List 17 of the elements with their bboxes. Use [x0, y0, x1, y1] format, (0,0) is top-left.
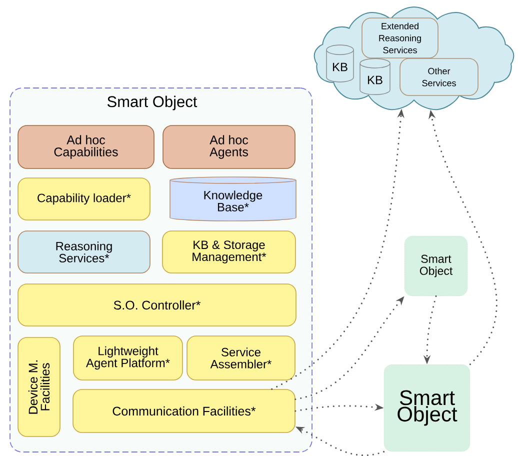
component-box: Ad hoc Agents: [162, 125, 296, 169]
component-box: Communication Facilities*: [72, 389, 296, 433]
component-box: Service Assembler*: [186, 336, 296, 380]
component-box: S.O. Controller*: [18, 284, 296, 326]
component-box: Capability loader*: [18, 178, 150, 220]
smart-object-box: Smart Object: [384, 364, 470, 452]
database-cylinder: Knowledge Base*: [170, 176, 296, 222]
database-cylinder: KB: [326, 44, 354, 82]
database-cylinder: KB: [360, 58, 390, 95]
smart-object-box: Smart Object: [404, 236, 468, 296]
component-box: Device M. Facilities: [18, 337, 60, 437]
component-box: Lightweight Agent Platform*: [73, 336, 183, 380]
component-box: Reasoning Services*: [18, 230, 150, 274]
component-box: KB & Storage Management*: [162, 230, 296, 274]
component-box: Other Services: [400, 58, 478, 96]
component-box: Extended Reasoning Services: [362, 18, 438, 58]
component-box: Ad hoc Capabilities: [18, 125, 154, 169]
